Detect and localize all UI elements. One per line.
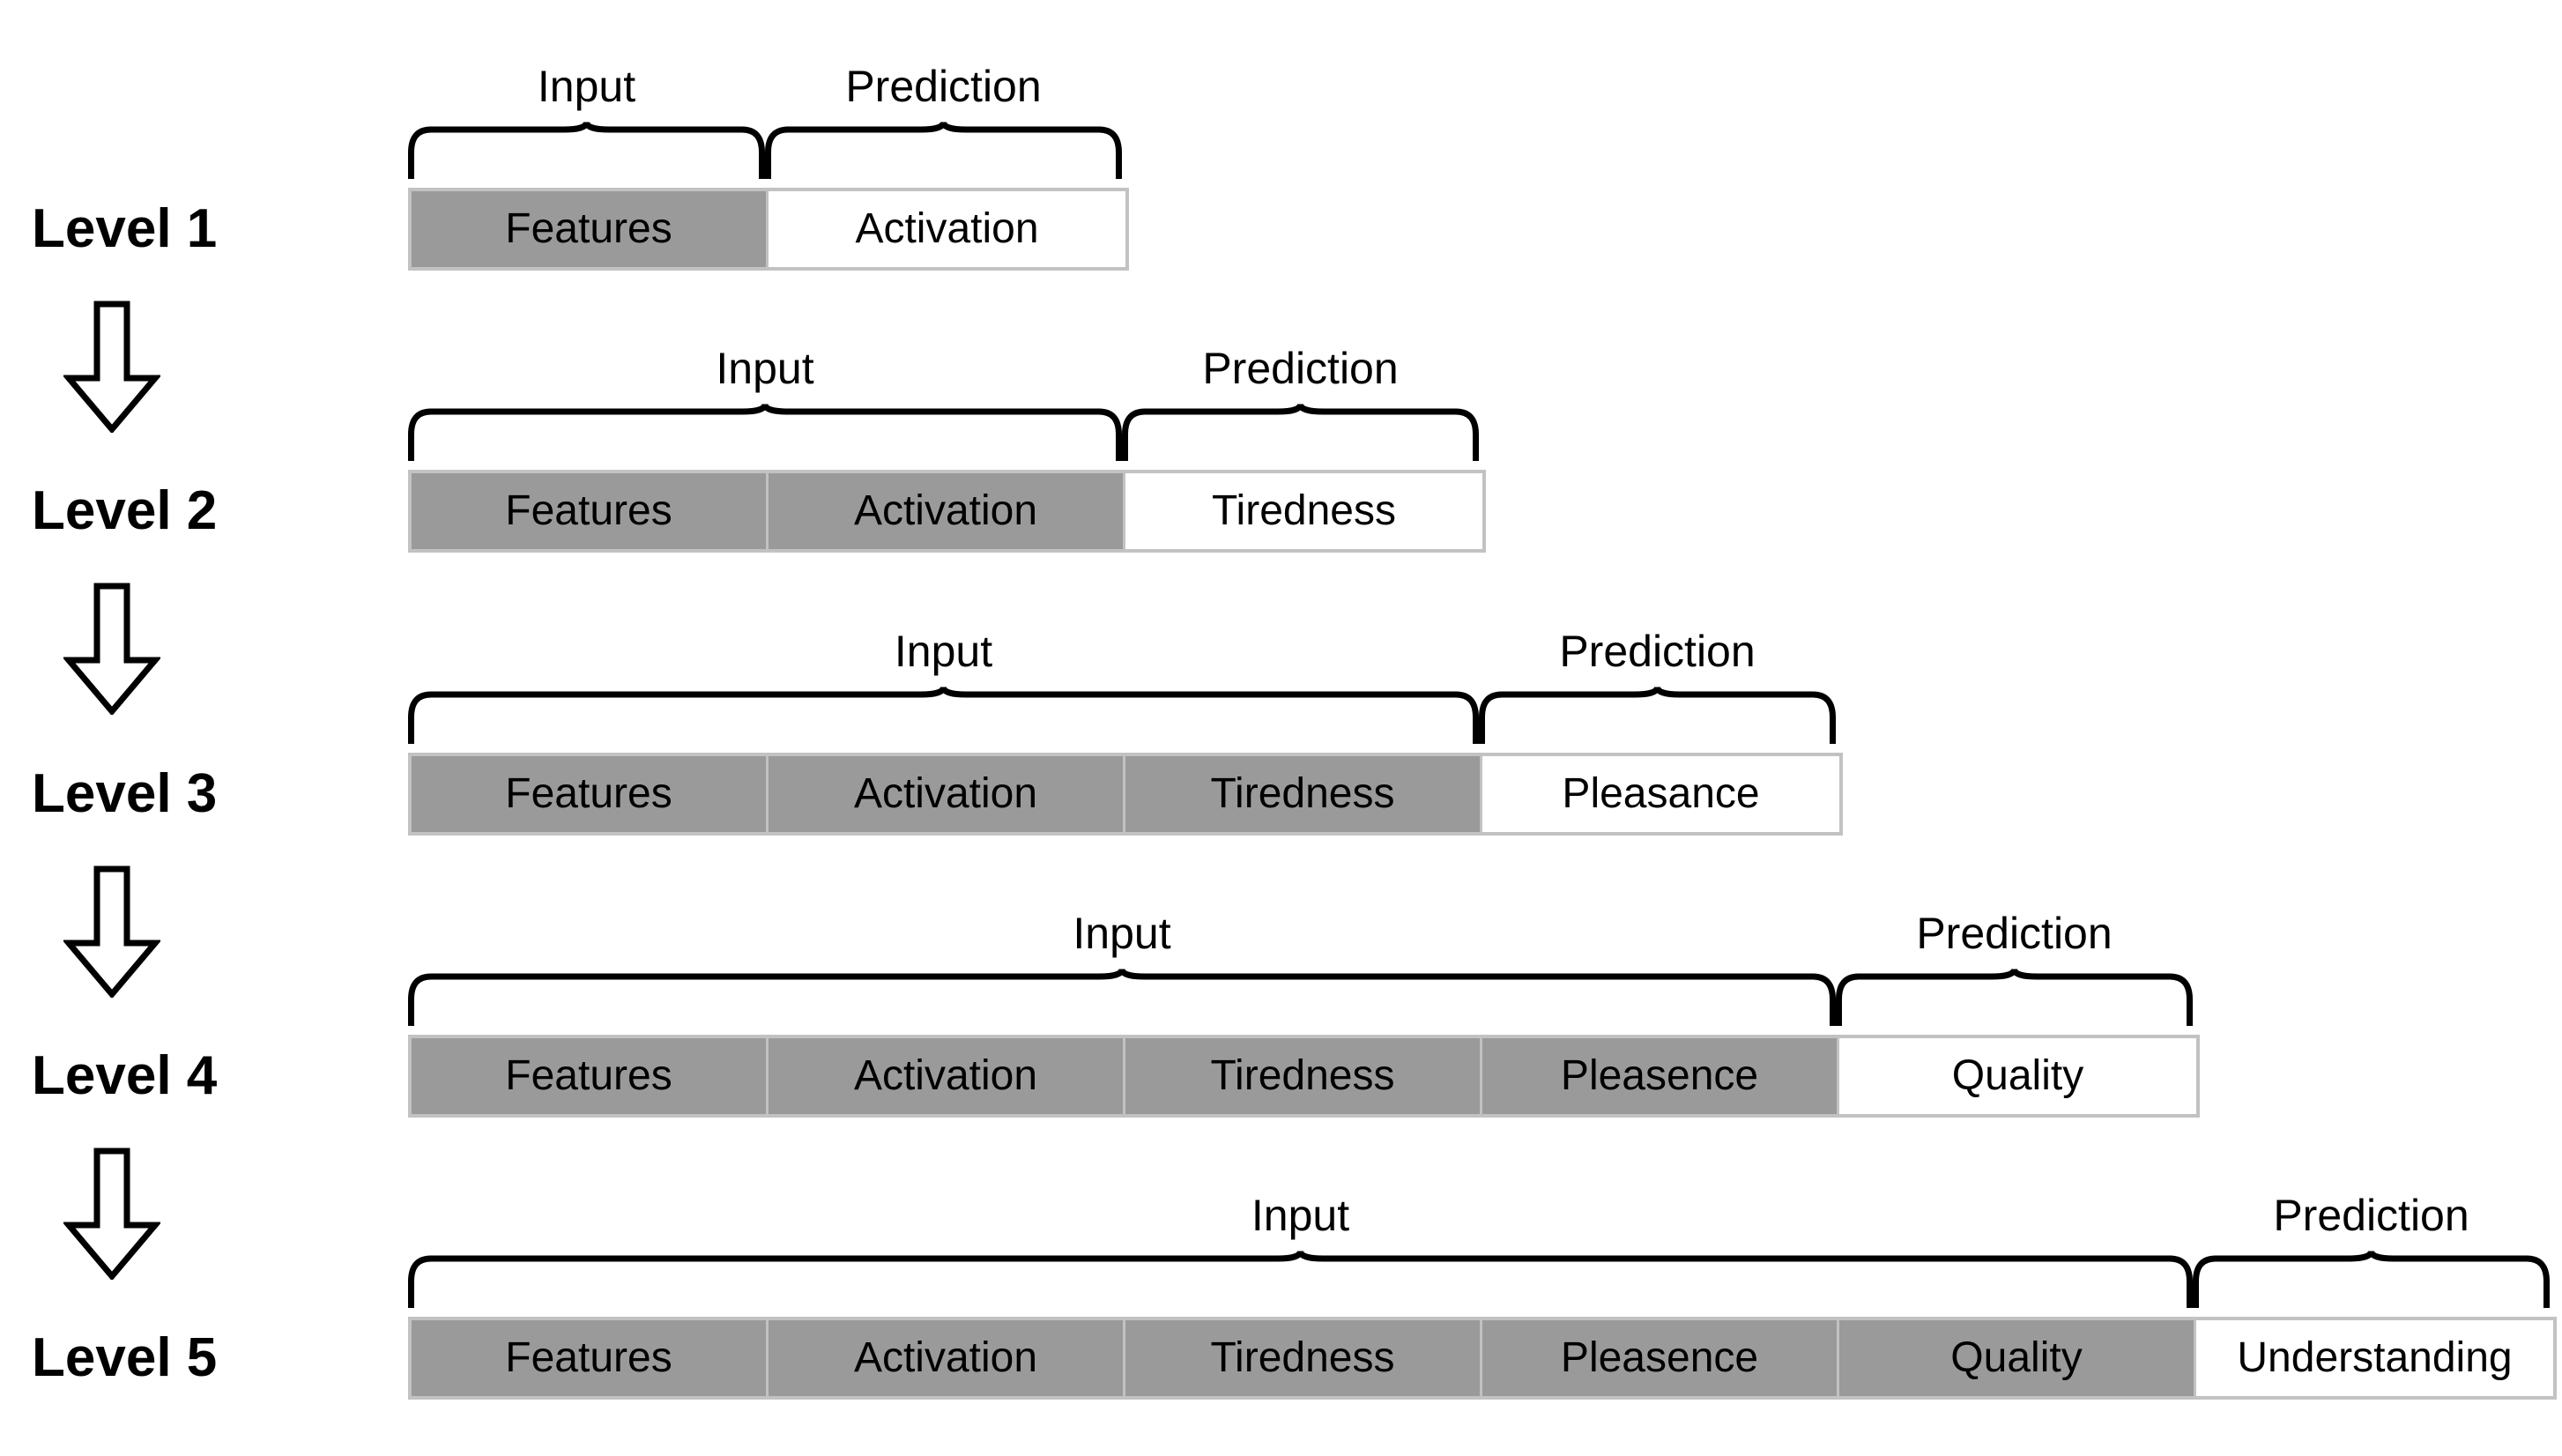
cell-prediction-2[interactable]: Activation bbox=[769, 191, 1125, 267]
cell-input-1[interactable]: Features bbox=[412, 473, 769, 549]
brace-caption-prediction-4: Prediction bbox=[1916, 909, 2113, 958]
cell-input-3[interactable]: Tiredness bbox=[1125, 756, 1482, 832]
down-arrow-icon bbox=[63, 583, 160, 715]
cell-input-5[interactable]: Quality bbox=[1839, 1320, 2196, 1396]
brace-caption-prediction-1: Prediction bbox=[845, 62, 1042, 111]
level-label-2: Level 2 bbox=[32, 480, 218, 541]
down-arrow-icon bbox=[63, 865, 160, 998]
cell-input-3[interactable]: Tiredness bbox=[1125, 1320, 1482, 1396]
brace-caption-input-2: Input bbox=[716, 344, 814, 393]
brace-caption-input-4: Input bbox=[1073, 909, 1171, 958]
cell-input-1[interactable]: Features bbox=[412, 1038, 769, 1114]
cell-prediction-5[interactable]: Quality bbox=[1839, 1038, 2196, 1114]
brace-input-5 bbox=[408, 1248, 2193, 1308]
cell-prediction-6[interactable]: Understanding bbox=[2196, 1320, 2553, 1396]
level-label-1: Level 1 bbox=[32, 198, 218, 259]
cell-input-4[interactable]: Pleasence bbox=[1482, 1038, 1839, 1114]
brace-prediction-5 bbox=[2193, 1248, 2550, 1308]
cell-input-2[interactable]: Activation bbox=[769, 473, 1125, 549]
brace-caption-prediction-3: Prediction bbox=[1559, 627, 1756, 676]
cell-input-2[interactable]: Activation bbox=[769, 1320, 1125, 1396]
brace-input-1 bbox=[408, 119, 765, 179]
brace-input-4 bbox=[408, 966, 1836, 1026]
cell-input-1[interactable]: Features bbox=[412, 756, 769, 832]
brace-caption-input-1: Input bbox=[537, 62, 636, 111]
level-label-4: Level 4 bbox=[32, 1045, 218, 1106]
down-arrow-icon bbox=[63, 1148, 160, 1280]
brace-prediction-1 bbox=[765, 119, 1122, 179]
brace-input-3 bbox=[408, 684, 1479, 744]
level-label-3: Level 3 bbox=[32, 763, 218, 824]
cell-prediction-3[interactable]: Tiredness bbox=[1125, 473, 1482, 549]
brace-prediction-3 bbox=[1479, 684, 1836, 744]
cell-input-1[interactable]: Features bbox=[412, 191, 769, 267]
cell-input-1[interactable]: Features bbox=[412, 1320, 769, 1396]
brace-caption-input-3: Input bbox=[894, 627, 993, 676]
brace-caption-prediction-2: Prediction bbox=[1202, 344, 1399, 393]
cell-input-2[interactable]: Activation bbox=[769, 756, 1125, 832]
brace-caption-prediction-5: Prediction bbox=[2273, 1191, 2469, 1240]
cell-input-2[interactable]: Activation bbox=[769, 1038, 1125, 1114]
level-label-5: Level 5 bbox=[32, 1327, 218, 1388]
brace-prediction-2 bbox=[1122, 401, 1479, 461]
brace-caption-input-5: Input bbox=[1251, 1191, 1350, 1240]
cell-prediction-4[interactable]: Pleasance bbox=[1482, 756, 1839, 832]
cell-input-3[interactable]: Tiredness bbox=[1125, 1038, 1482, 1114]
brace-prediction-4 bbox=[1836, 966, 2193, 1026]
brace-input-2 bbox=[408, 401, 1122, 461]
down-arrow-icon bbox=[63, 301, 160, 433]
cell-input-4[interactable]: Pleasence bbox=[1482, 1320, 1839, 1396]
